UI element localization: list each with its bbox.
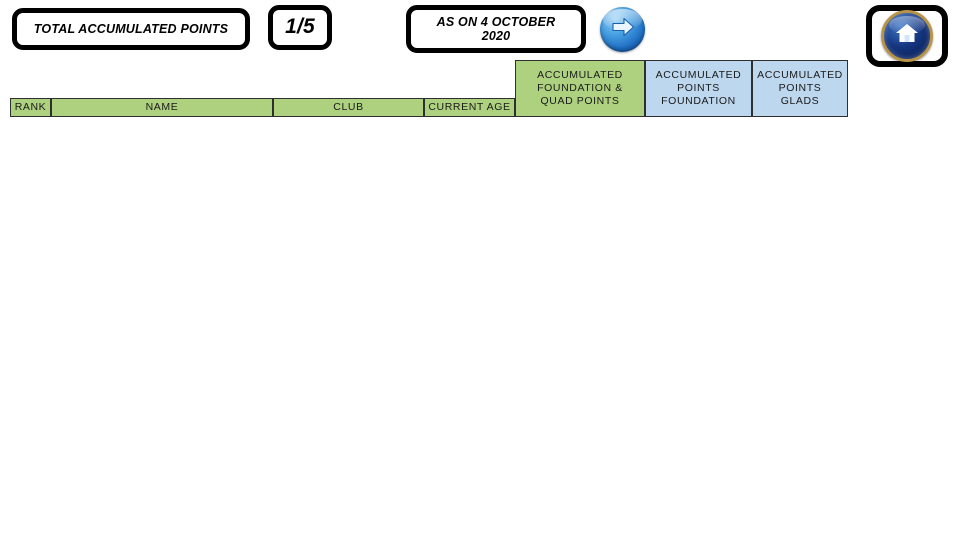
as-on-date-line-1: AS ON 4 OCTOBER — [436, 14, 556, 29]
table-header-current-age[interactable]: CURRENT AGE — [424, 98, 515, 117]
table-header-accumulated-points-foundation[interactable]: ACCUMULATED POINTS FOUNDATION — [645, 60, 752, 117]
next-page-button[interactable] — [600, 7, 645, 52]
acc-foundation-quad-line-2: FOUNDATION & — [537, 81, 623, 94]
page-indicator-label: 1/5 — [285, 15, 315, 39]
table-header-current-age-label: CURRENT AGE — [428, 100, 511, 113]
table-header-club[interactable]: CLUB — [273, 98, 424, 117]
table-header-rank-label: RANK — [14, 100, 47, 113]
table-header-rank[interactable]: RANK — [10, 98, 51, 117]
table-header-club-label: CLUB — [333, 100, 364, 113]
points-table: RANK NAME CLUB CURRENT AGE ACCUMULATED F… — [10, 60, 848, 117]
page-title-label: TOTAL ACCUMULATED POINTS — [33, 21, 229, 36]
acc-glads-line-2: POINTS — [778, 81, 822, 94]
table-header-name-label: NAME — [145, 100, 179, 113]
acc-foundation-quad-line-3: QUAD POINTS — [540, 95, 620, 108]
table-header-name[interactable]: NAME — [51, 98, 273, 117]
as-on-date-line-2: 2020 — [481, 29, 511, 43]
table-header-accumulated-points-glads[interactable]: ACCUMULATED POINTS GLADS — [752, 60, 848, 117]
acc-foundation-line-2: POINTS — [677, 81, 720, 94]
home-button[interactable] — [866, 5, 948, 67]
acc-foundation-line-1: ACCUMULATED — [655, 68, 742, 81]
acc-glads-line-3: GLADS — [780, 95, 820, 108]
acc-foundation-quad-line-1: ACCUMULATED — [537, 68, 623, 81]
as-on-date-badge: AS ON 4 OCTOBER 2020 — [406, 5, 586, 53]
home-icon-disc — [881, 10, 933, 62]
acc-glads-line-1: ACCUMULATED — [757, 68, 843, 81]
right-arrow-icon — [609, 13, 637, 46]
as-on-date-text: AS ON 4 OCTOBER 2020 — [437, 15, 556, 44]
page-title: TOTAL ACCUMULATED POINTS — [12, 8, 250, 50]
page-indicator: 1/5 — [268, 5, 332, 50]
acc-foundation-line-3: FOUNDATION — [661, 95, 736, 108]
home-icon — [894, 20, 920, 51]
table-header-accumulated-foundation-quad-points[interactable]: ACCUMULATED FOUNDATION & QUAD POINTS — [515, 60, 645, 117]
